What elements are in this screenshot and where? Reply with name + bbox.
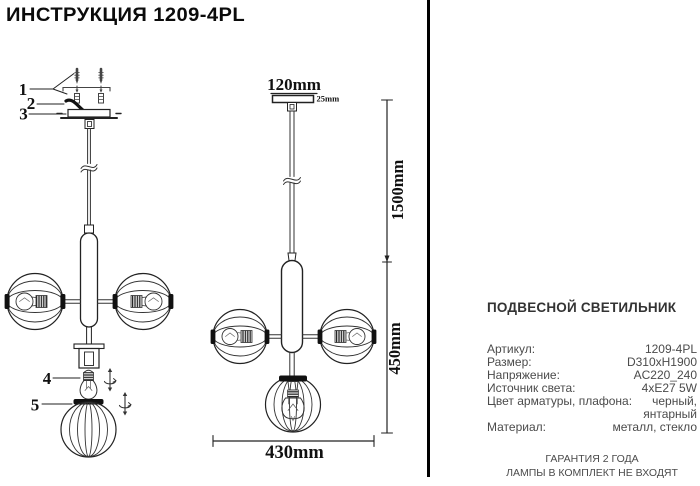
spec-row-voltage: Напряжение: AC220_240	[487, 368, 697, 382]
vertical-divider	[427, 0, 430, 477]
spec-row-size: Размер: D310xH1900	[487, 355, 697, 369]
spec-panel: ПОДВЕСНОЙ СВЕТИЛЬНИК Артикул: 1209-4PL Р…	[487, 300, 697, 434]
suspension-wire	[80, 128, 98, 226]
part-label-1: 1	[19, 80, 28, 99]
page-title: ИНСТРУКЦИЯ 1209-4PL	[6, 5, 246, 26]
left-globe	[210, 308, 270, 365]
rotate-arrow-icon	[103, 368, 117, 392]
spec-row-article: Артикул: 1209-4PL	[487, 342, 697, 356]
warranty-line: ГАРАНТИЯ 2 ГОДА	[545, 453, 639, 465]
lamp-socket	[73, 326, 105, 369]
spec-row-color: Цвет арматуры, плафона: черный,	[487, 394, 697, 408]
dim-fixture-width: 430mm	[265, 443, 324, 463]
left-globe-shade	[4, 272, 66, 331]
dim-wire-length: 1500mm	[388, 160, 407, 221]
dimension-lines	[212, 99, 393, 448]
lamp-arms	[62, 299, 116, 304]
canopy-dimension	[270, 92, 318, 112]
central-body	[280, 252, 304, 354]
spec-row-light-source: Источник света: 4xE27 5W	[487, 381, 697, 395]
bottom-globe	[264, 352, 322, 433]
product-type-heading: ПОДВЕСНОЙ СВЕТИЛЬНИК	[487, 300, 677, 315]
bottom-globe-shade	[60, 399, 117, 458]
part-label-4: 4	[43, 369, 52, 388]
right-globe	[317, 308, 377, 365]
lamps-note-line: ЛАМПЫ В КОМПЛЕКТ НЕ ВХОДЯТ	[506, 467, 678, 479]
exploded-diagram: 1 2 3 4 5	[4, 67, 174, 458]
ceiling-plate	[56, 108, 122, 129]
part-leader-lines	[28, 73, 81, 405]
dim-canopy-width: 120mm	[267, 75, 321, 94]
dim-canopy-height: 25mm	[317, 94, 340, 104]
part-label-5: 5	[31, 396, 40, 415]
dim-fixture-height: 450mm	[385, 322, 404, 374]
light-bulb	[79, 369, 98, 400]
right-globe-shade	[112, 272, 174, 331]
spec-table: Артикул: 1209-4PL Размер: D310xH1900 Нап…	[487, 343, 697, 434]
wire-with-break	[283, 110, 301, 254]
lamp-central-body	[79, 224, 99, 328]
part-label-3: 3	[19, 105, 28, 124]
dimension-diagram: 120mm 25mm 1500mm 450mm 430mm	[210, 75, 407, 463]
lamp-diagrams: 1 2 3 4 5	[4, 67, 407, 463]
mounting-screws-icon	[62, 67, 111, 104]
arms	[266, 334, 321, 339]
part-label-2: 2	[27, 94, 36, 113]
spec-row-material: Материал: металл, стекло	[487, 420, 697, 434]
rotate-arrow-icon	[118, 392, 132, 416]
warranty-note: ГАРАНТИЯ 2 ГОДА ЛАМПЫ В КОМПЛЕКТ НЕ ВХОД…	[487, 452, 697, 480]
spec-row-color-cont: янтарный	[643, 407, 697, 421]
